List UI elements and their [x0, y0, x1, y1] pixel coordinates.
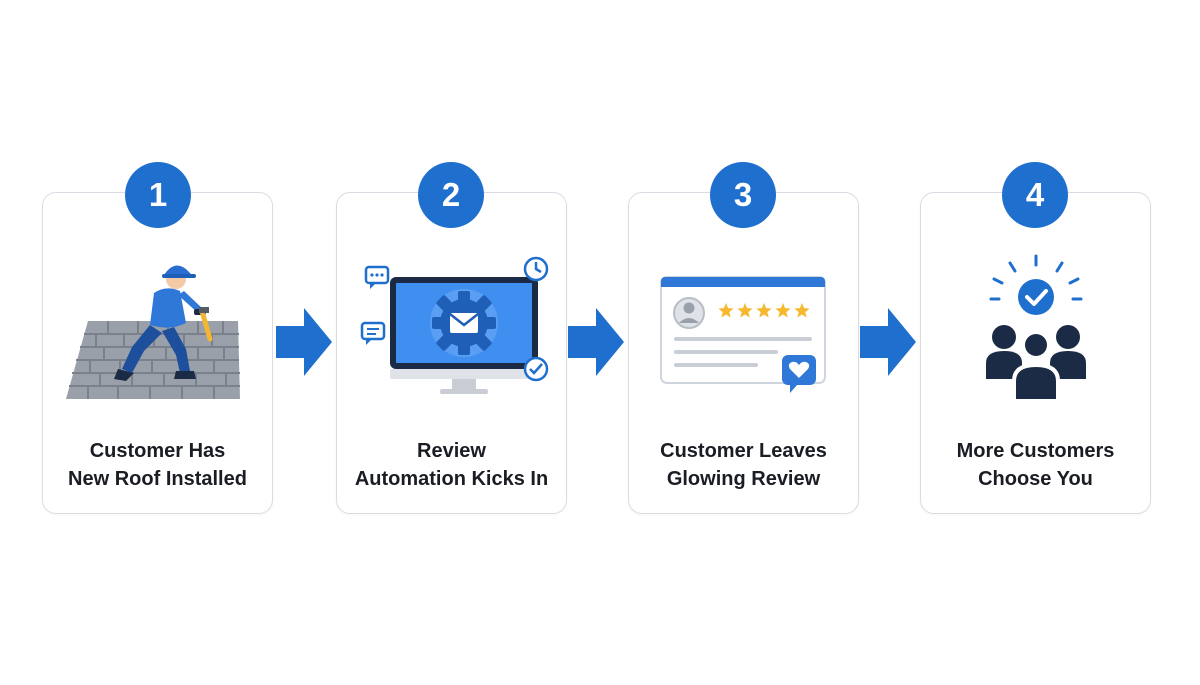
rating-stars	[717, 303, 810, 318]
arrow-right-icon	[276, 308, 332, 376]
monitor-automation-icon	[337, 251, 566, 411]
step-4-label: More Customers Choose You	[921, 437, 1150, 493]
step-1-number-badge: 1	[125, 162, 191, 228]
step-4-card: More Customers Choose You	[920, 192, 1151, 514]
step-3-label-line1: Customer Leaves	[660, 440, 827, 462]
star-icon	[736, 303, 753, 318]
review-card-icon	[629, 251, 858, 411]
roofer-icon	[43, 251, 272, 411]
star-icon	[774, 303, 791, 318]
step-4-label-line1: More Customers	[956, 440, 1115, 462]
step-1-label-line1: Customer Has	[89, 440, 226, 462]
star-icon	[755, 303, 772, 318]
step-4-label-line2: Choose You	[978, 468, 1093, 490]
arrow-right-icon	[860, 308, 916, 376]
step-2-label: Review Automation Kicks In	[337, 437, 566, 493]
step-1-label-line2: New Roof Installed	[68, 468, 247, 490]
step-2-label-line1: Review	[417, 440, 486, 462]
step-3-label: Customer Leaves Glowing Review	[629, 437, 858, 493]
step-3-number-badge: 3	[710, 162, 776, 228]
step-2-card: Review Automation Kicks In	[336, 192, 567, 514]
step-3-label-line2: Glowing Review	[666, 468, 821, 490]
customers-group-icon	[921, 251, 1150, 411]
step-1-label: Customer Has New Roof Installed	[43, 437, 272, 493]
step-4-number-badge: 4	[1002, 162, 1068, 228]
step-2-number-badge: 2	[418, 162, 484, 228]
step-2-label-line2: Automation Kicks In	[354, 468, 549, 490]
step-3-card: Customer Leaves Glowing Review	[628, 192, 859, 514]
step-1-card: Customer Has New Roof Installed	[42, 192, 273, 514]
star-icon	[793, 303, 810, 318]
star-icon	[717, 303, 734, 318]
arrow-right-icon	[568, 308, 624, 376]
